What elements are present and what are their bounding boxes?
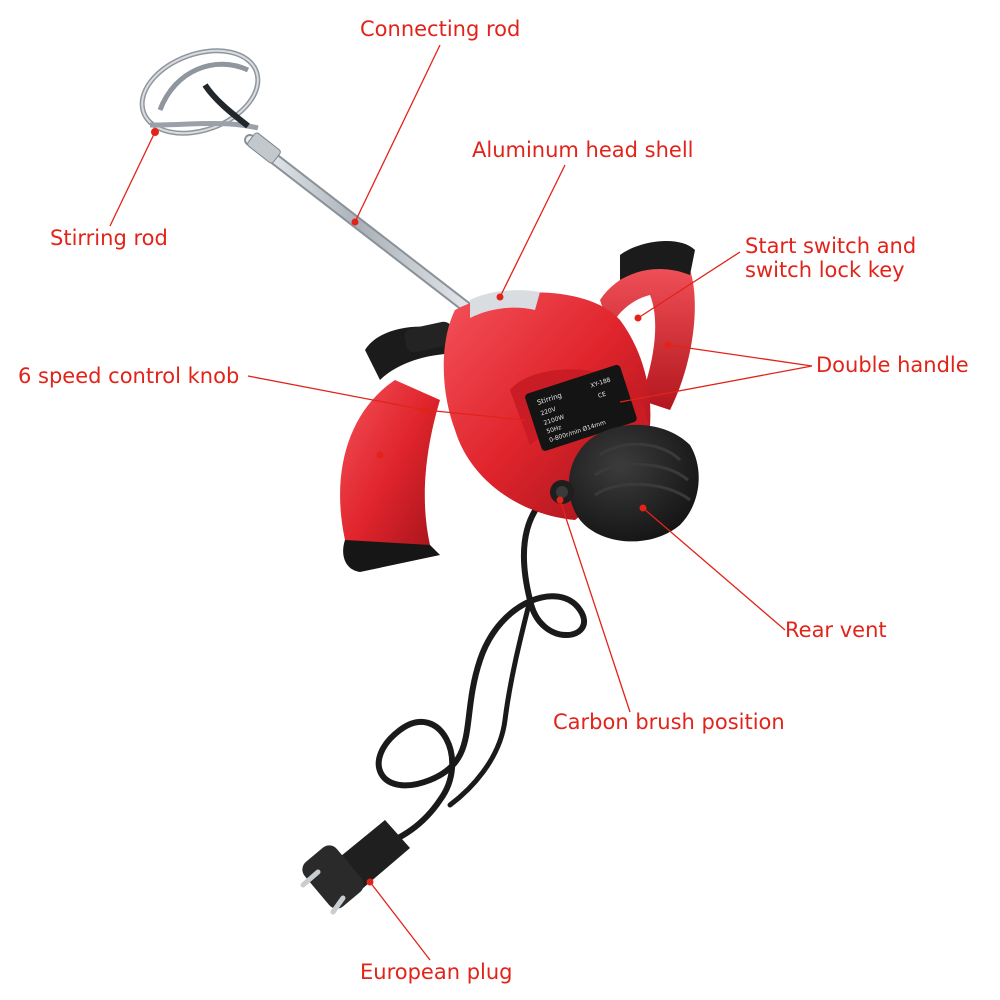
label-start-switch-line1: Start switch and [745, 234, 917, 258]
label-start-switch: Start switch and switch lock key [745, 234, 916, 282]
label-european-plug: European plug [360, 960, 513, 984]
left-handle [340, 321, 470, 572]
right-handle [600, 240, 695, 410]
rear-vent-cap [550, 424, 699, 542]
label-double-handle: Double handle [816, 353, 969, 377]
callout-lines [109, 44, 813, 961]
connecting-rod [244, 132, 476, 316]
label-speed-control-knob: 6 speed control knob [18, 364, 240, 388]
nameplate-frequency: 50Hz [546, 424, 563, 435]
label-rear-vent: Rear vent [785, 618, 887, 642]
nameplate-voltage: 220V [540, 406, 558, 418]
label-aluminum-head-shell: Aluminum head shell [472, 138, 694, 162]
nameplate-mark: CE [597, 391, 607, 400]
european-plug [300, 820, 410, 915]
label-carbon-brush-position: Carbon brush position [553, 710, 785, 734]
power-cord [372, 492, 587, 853]
label-start-switch-line2: switch lock key [745, 258, 905, 282]
label-connecting-rod: Connecting rod [360, 17, 521, 41]
label-stirring-rod: Stirring rod [50, 226, 168, 250]
stirring-paddle [139, 48, 261, 136]
